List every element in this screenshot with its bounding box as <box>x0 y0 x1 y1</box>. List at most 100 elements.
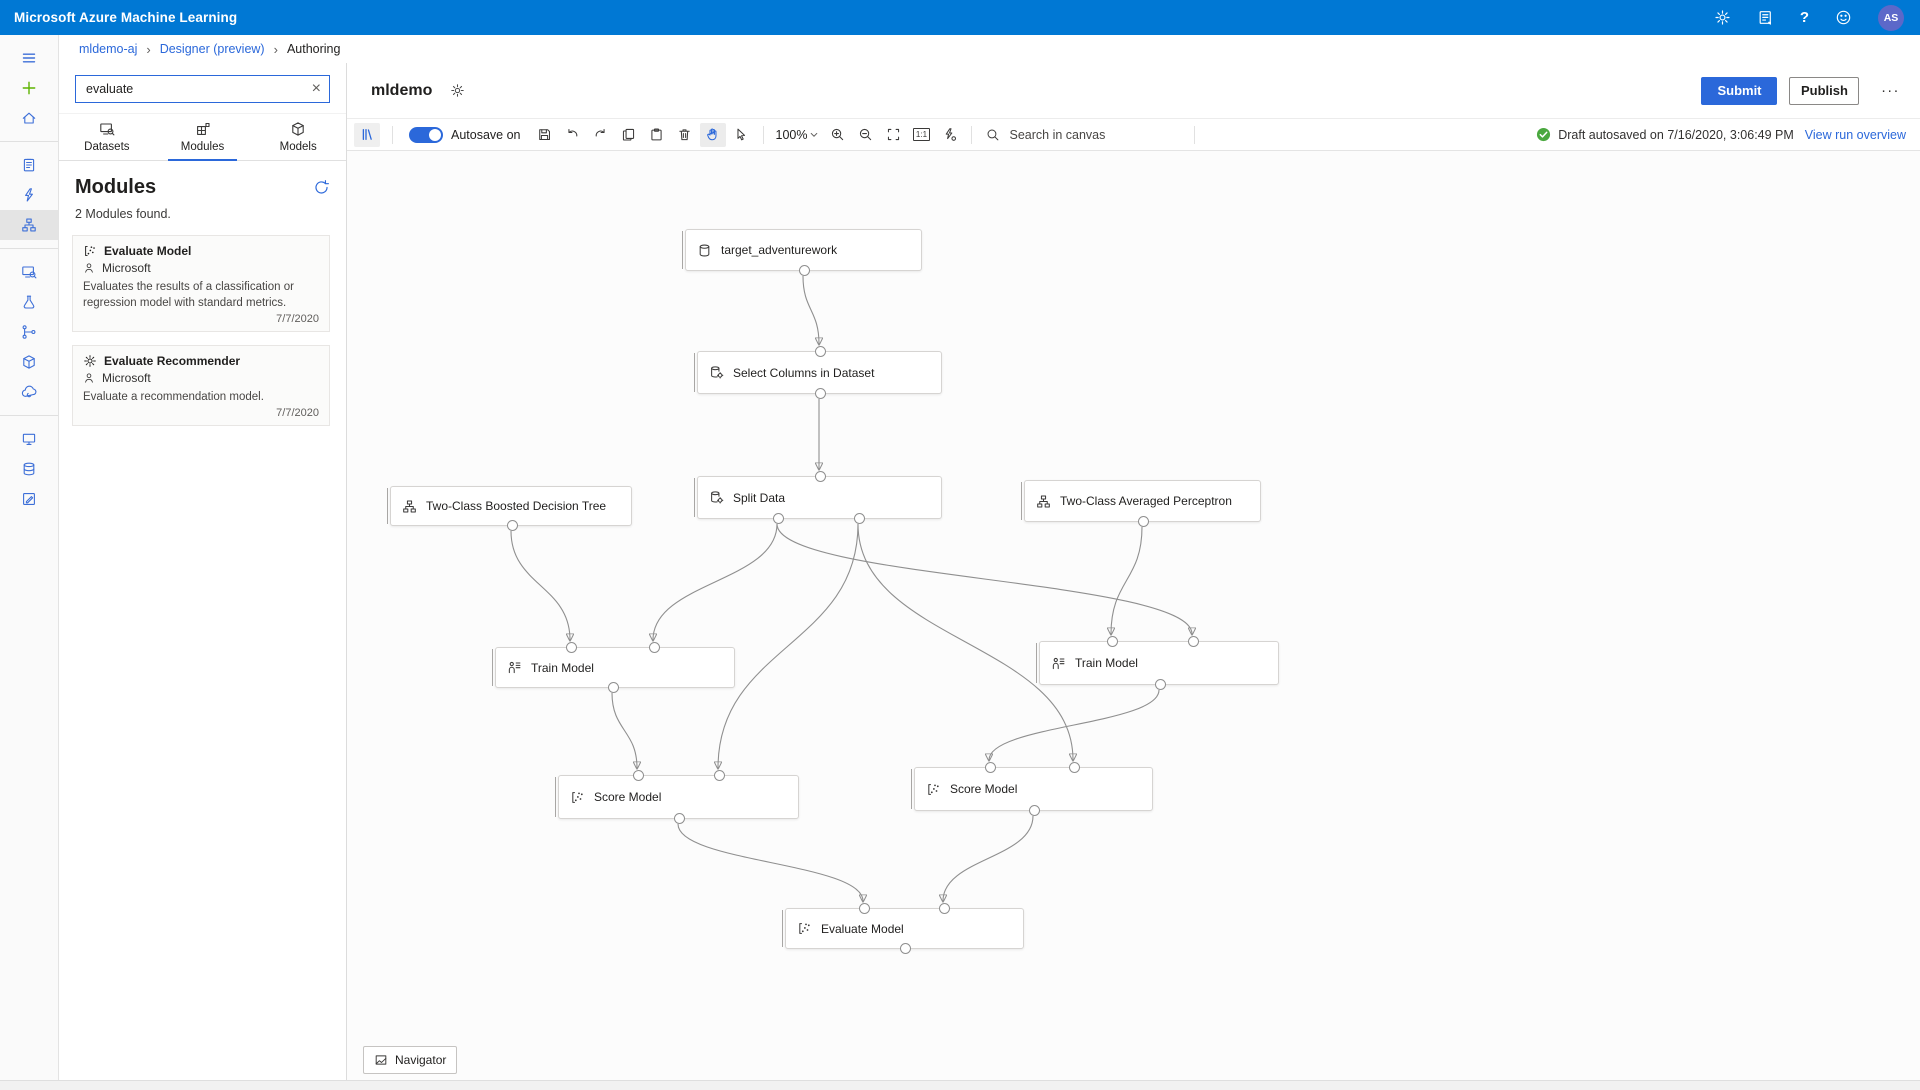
autosave-toggle[interactable] <box>409 126 443 143</box>
input-port[interactable] <box>713 770 725 781</box>
sidebar-item-datasets[interactable] <box>0 257 58 287</box>
input-port[interactable] <box>858 903 870 914</box>
toggle-palette-icon[interactable] <box>354 122 380 147</box>
refresh-icon[interactable] <box>313 179 330 196</box>
output-port[interactable] <box>772 513 784 524</box>
rail-divider <box>0 141 58 142</box>
sidebar-item-menu[interactable] <box>0 43 58 73</box>
edge[interactable] <box>718 523 859 768</box>
tab-datasets[interactable]: Datasets <box>59 114 155 160</box>
input-port[interactable] <box>938 903 950 914</box>
save-icon[interactable] <box>532 123 558 147</box>
output-port[interactable] <box>673 813 685 824</box>
output-port[interactable] <box>1137 516 1149 527</box>
breadcrumb-designer[interactable]: Designer (preview) <box>159 42 265 56</box>
input-port[interactable] <box>632 770 644 781</box>
output-port[interactable] <box>1028 805 1040 816</box>
sidebar-item-compute[interactable] <box>0 424 58 454</box>
sidebar-item-data-labeling[interactable] <box>0 484 58 514</box>
pipeline-node-n10[interactable]: Evaluate Model <box>782 903 1024 954</box>
delete-icon[interactable] <box>672 123 698 147</box>
auto-layout-icon[interactable] <box>936 123 962 147</box>
edge[interactable] <box>611 692 637 768</box>
edge[interactable] <box>510 530 570 640</box>
output-port[interactable] <box>607 682 619 693</box>
input-port[interactable] <box>984 762 996 773</box>
pan-hand-icon[interactable] <box>699 122 726 147</box>
input-port[interactable] <box>814 471 826 482</box>
input-port[interactable] <box>1187 636 1199 647</box>
sidebar-item-home[interactable] <box>0 103 58 133</box>
view-run-overview-link[interactable]: View run overview <box>1804 127 1906 142</box>
smiley-icon[interactable] <box>1835 9 1852 26</box>
zoom-in-icon[interactable] <box>824 123 850 147</box>
canvas-header: mldemo Submit Publish ... <box>347 63 1920 118</box>
sidebar-item-pipelines[interactable] <box>0 317 58 347</box>
palette-search-input[interactable] <box>84 81 312 97</box>
sidebar-item-automated-ml[interactable] <box>0 180 58 210</box>
sidebar-item-notebooks[interactable] <box>0 150 58 180</box>
edge[interactable] <box>776 523 1192 634</box>
output-port[interactable] <box>506 520 518 531</box>
input-port[interactable] <box>565 642 577 653</box>
input-port[interactable] <box>1106 636 1118 647</box>
help-icon[interactable]: ? <box>1799 9 1809 26</box>
canvas-search-input[interactable] <box>1007 126 1187 143</box>
sidebar-item-endpoints[interactable] <box>0 377 58 407</box>
pipeline-node-n1[interactable]: target_adventurework <box>682 229 922 276</box>
edge[interactable] <box>802 275 819 344</box>
pipeline-node-n3[interactable]: Split Data <box>694 471 942 524</box>
edge[interactable] <box>1111 526 1143 634</box>
select-pointer-icon[interactable] <box>728 123 754 147</box>
sidebar-item-designer[interactable] <box>0 210 58 240</box>
paste-icon[interactable] <box>644 123 670 147</box>
output-port[interactable] <box>899 943 911 954</box>
undo-icon[interactable] <box>560 123 586 147</box>
edge[interactable] <box>677 823 863 901</box>
edge[interactable] <box>857 523 1073 760</box>
sidebar-item-models[interactable] <box>0 347 58 377</box>
settings-icon[interactable] <box>1714 9 1731 26</box>
pipeline-settings-icon[interactable] <box>450 83 465 98</box>
sidebar-item-experiments[interactable] <box>0 287 58 317</box>
pipeline-node-n4[interactable]: Two-Class Boosted Decision Tree <box>387 486 632 531</box>
input-port[interactable] <box>648 642 660 653</box>
horizontal-scrollbar[interactable] <box>0 1080 1920 1090</box>
edge[interactable] <box>943 815 1034 901</box>
copy-icon[interactable] <box>616 123 642 147</box>
input-port[interactable] <box>814 346 826 357</box>
zoom-out-icon[interactable] <box>852 123 878 147</box>
tab-modules[interactable]: Modules <box>155 114 251 161</box>
edge[interactable] <box>989 689 1160 760</box>
sidebar-item-create-new[interactable] <box>0 73 58 103</box>
zoom-level-dropdown[interactable]: 100% <box>776 128 820 142</box>
sidebar-item-datastores[interactable] <box>0 454 58 484</box>
output-port[interactable] <box>798 265 810 276</box>
fit-to-screen-icon[interactable] <box>880 123 906 147</box>
actual-size-icon[interactable]: 1:1 <box>908 123 934 147</box>
pipeline-node-n7[interactable]: Train Model <box>1036 636 1279 690</box>
submit-button[interactable]: Submit <box>1701 76 1778 105</box>
output-port[interactable] <box>814 388 826 399</box>
redo-icon[interactable] <box>588 123 614 147</box>
pipeline-node-n9[interactable]: Score Model <box>911 762 1153 816</box>
tab-models[interactable]: Models <box>250 114 346 160</box>
pipeline-node-n6[interactable]: Train Model <box>492 642 735 693</box>
breadcrumb-workspace[interactable]: mldemo-aj <box>79 42 138 56</box>
clear-search-icon[interactable]: × <box>311 80 321 97</box>
output-port[interactable] <box>1154 679 1166 690</box>
edge[interactable] <box>653 523 778 640</box>
pipeline-node-n5[interactable]: Two-Class Averaged Perceptron <box>1021 480 1261 527</box>
feedback-icon[interactable] <box>1757 9 1774 26</box>
input-port[interactable] <box>1068 762 1080 773</box>
publish-button[interactable]: Publish <box>1789 76 1860 105</box>
output-port[interactable] <box>853 513 865 524</box>
avatar[interactable]: AS <box>1878 4 1904 31</box>
pipeline-node-n8[interactable]: Score Model <box>555 770 799 824</box>
navigator-button[interactable]: Navigator <box>363 1046 458 1074</box>
more-options-icon[interactable]: ... <box>1881 79 1900 96</box>
pipeline-node-n2[interactable]: Select Columns in Dataset <box>694 346 942 399</box>
